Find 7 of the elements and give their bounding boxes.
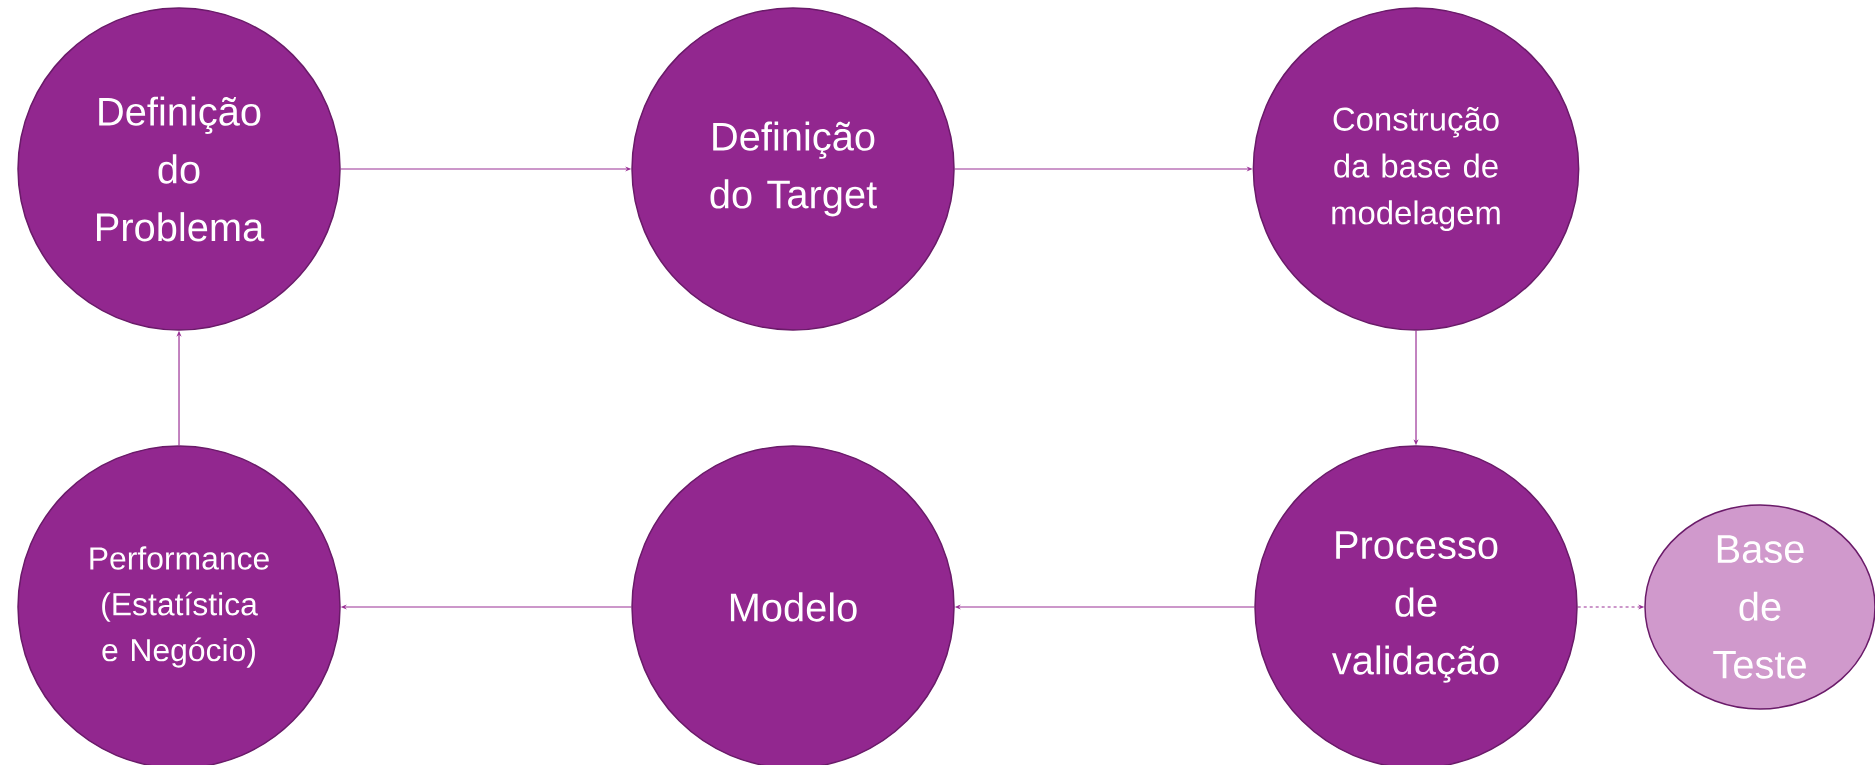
ellipse-node: Base de Teste <box>1644 504 1875 710</box>
circle-node: Definição do Problema <box>17 7 341 331</box>
circle-node: Definição do Target <box>631 7 955 331</box>
circle-node: Construção da base de modelagem <box>1252 7 1580 331</box>
circle-node: Performance (Estatística e Negócio) <box>17 445 341 765</box>
circle-node: Modelo <box>631 445 955 765</box>
circle-node: Processo de validação <box>1254 445 1578 765</box>
